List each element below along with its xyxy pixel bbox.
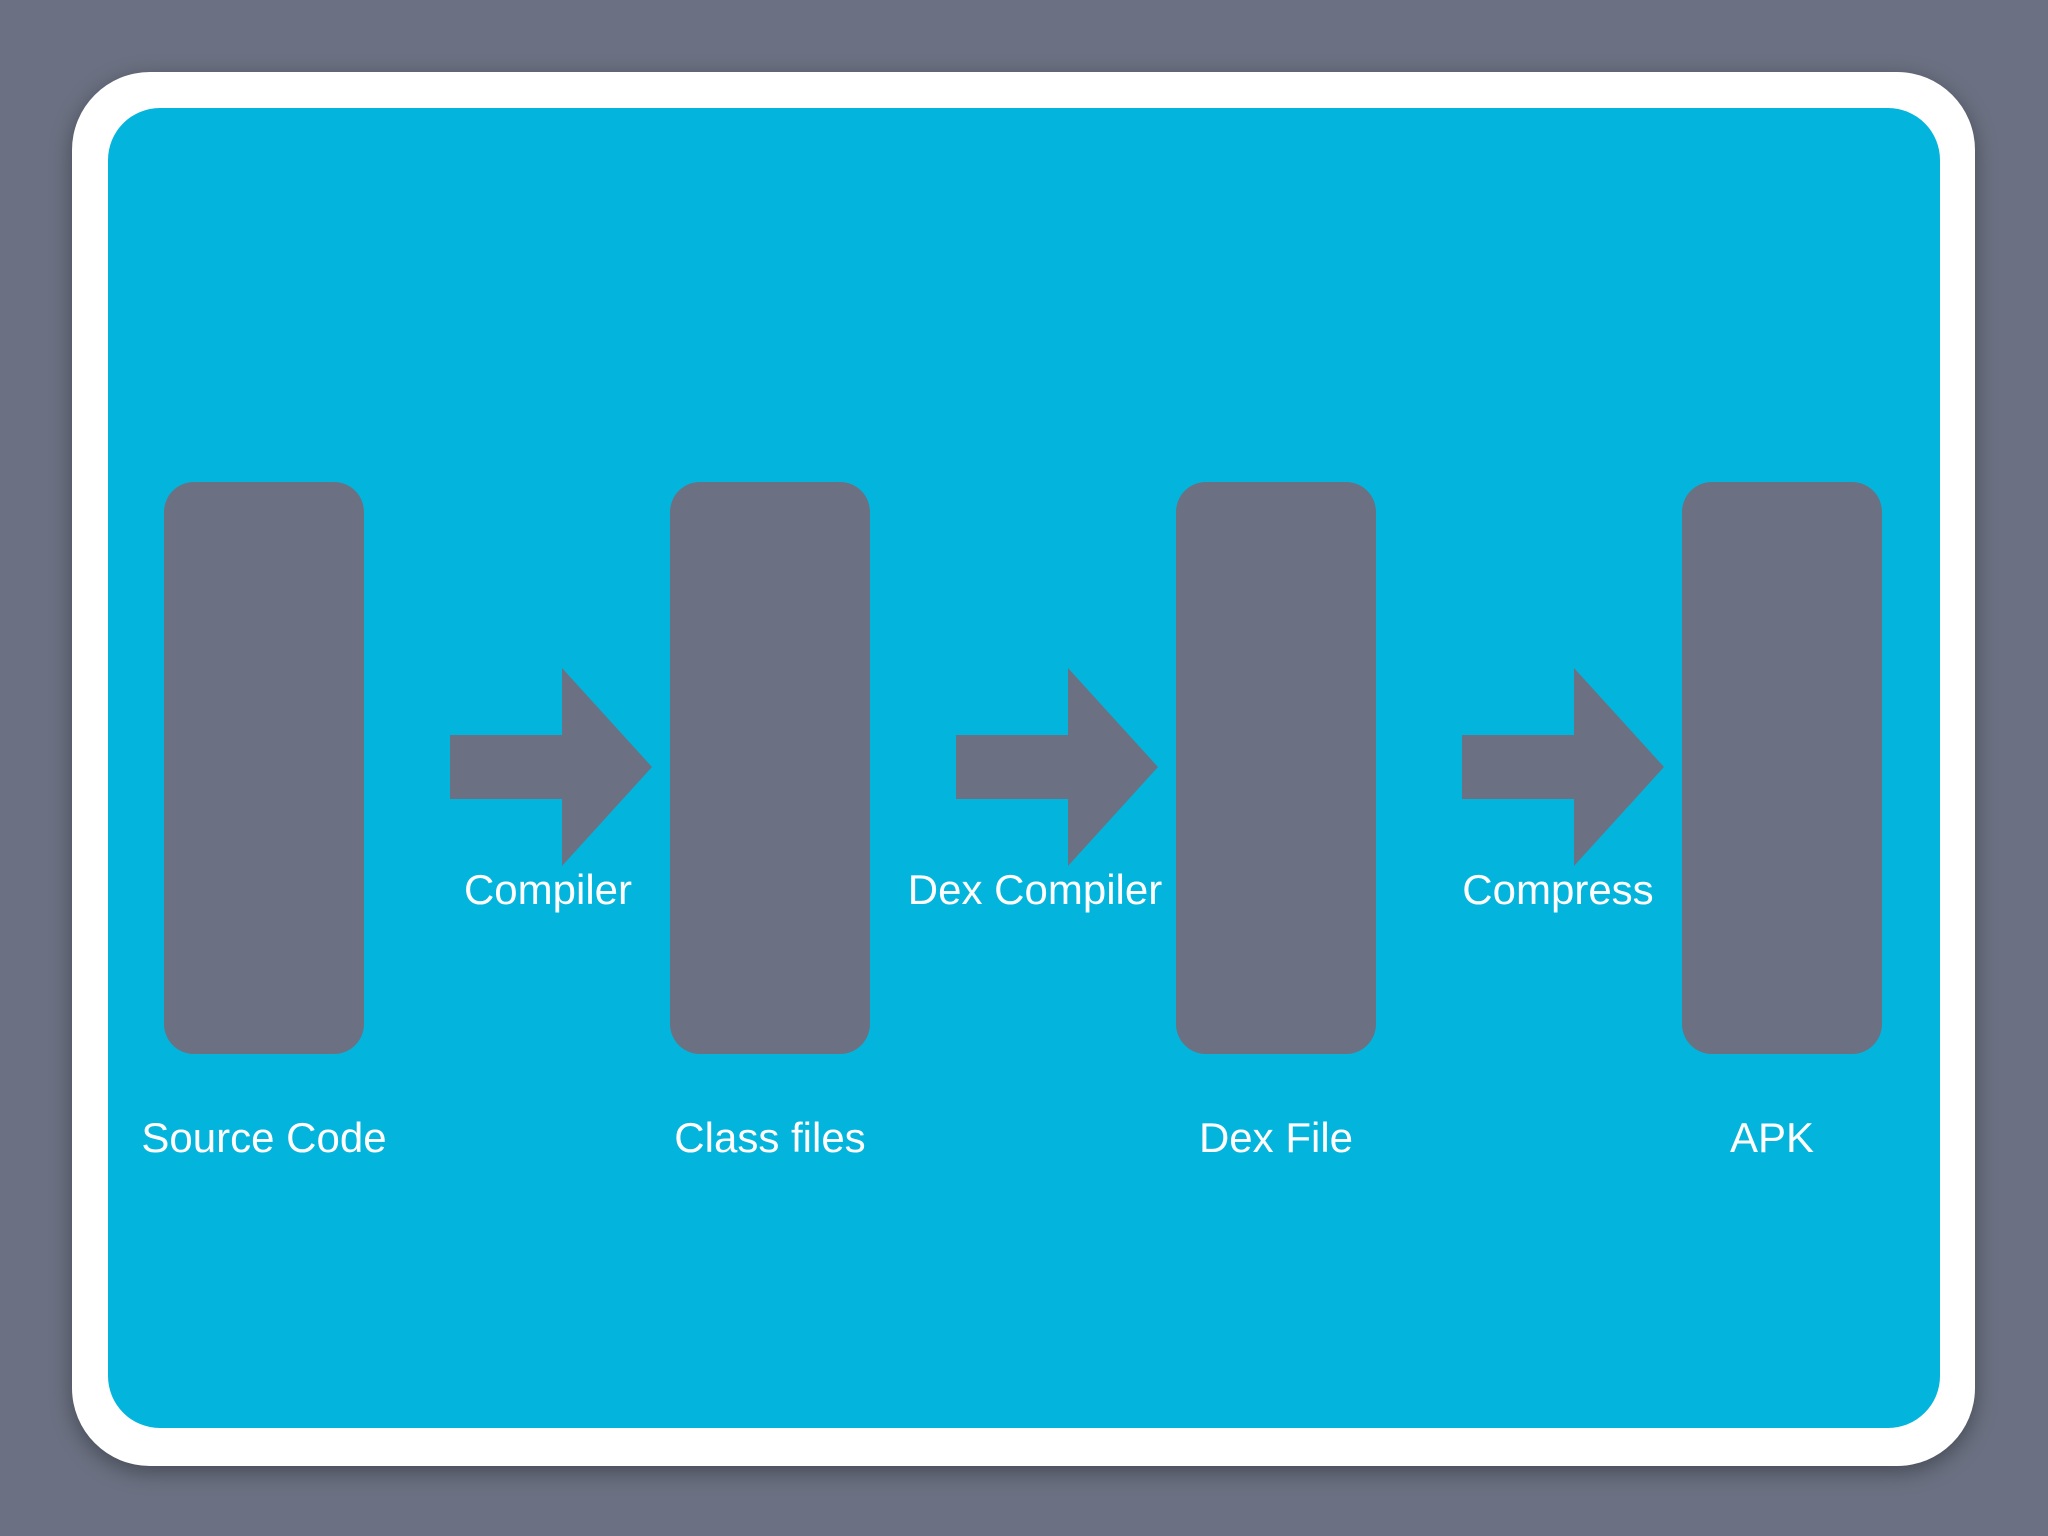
stage-dex-file-label: Dex File (1198, 1114, 1354, 1161)
compiler-arrow-icon (450, 668, 652, 866)
stage-class-files-label: Class files (674, 1114, 866, 1161)
step-compress-label: Compress (1462, 866, 1654, 913)
dex-compiler-arrow-icon (956, 668, 1158, 866)
stage-dex-file-box (1176, 482, 1376, 1054)
stage-source-code-box (164, 482, 364, 1054)
step-compiler-label: Compiler (463, 866, 633, 913)
stage-apk-box (1682, 482, 1882, 1054)
compress-arrow-icon (1462, 668, 1664, 866)
step-dex-compiler-label: Dex Compiler (907, 866, 1163, 913)
stage-source-code-label: Source Code (141, 1114, 387, 1161)
stage-apk-label: APK (1729, 1114, 1815, 1161)
stage-class-files-box (670, 482, 870, 1054)
